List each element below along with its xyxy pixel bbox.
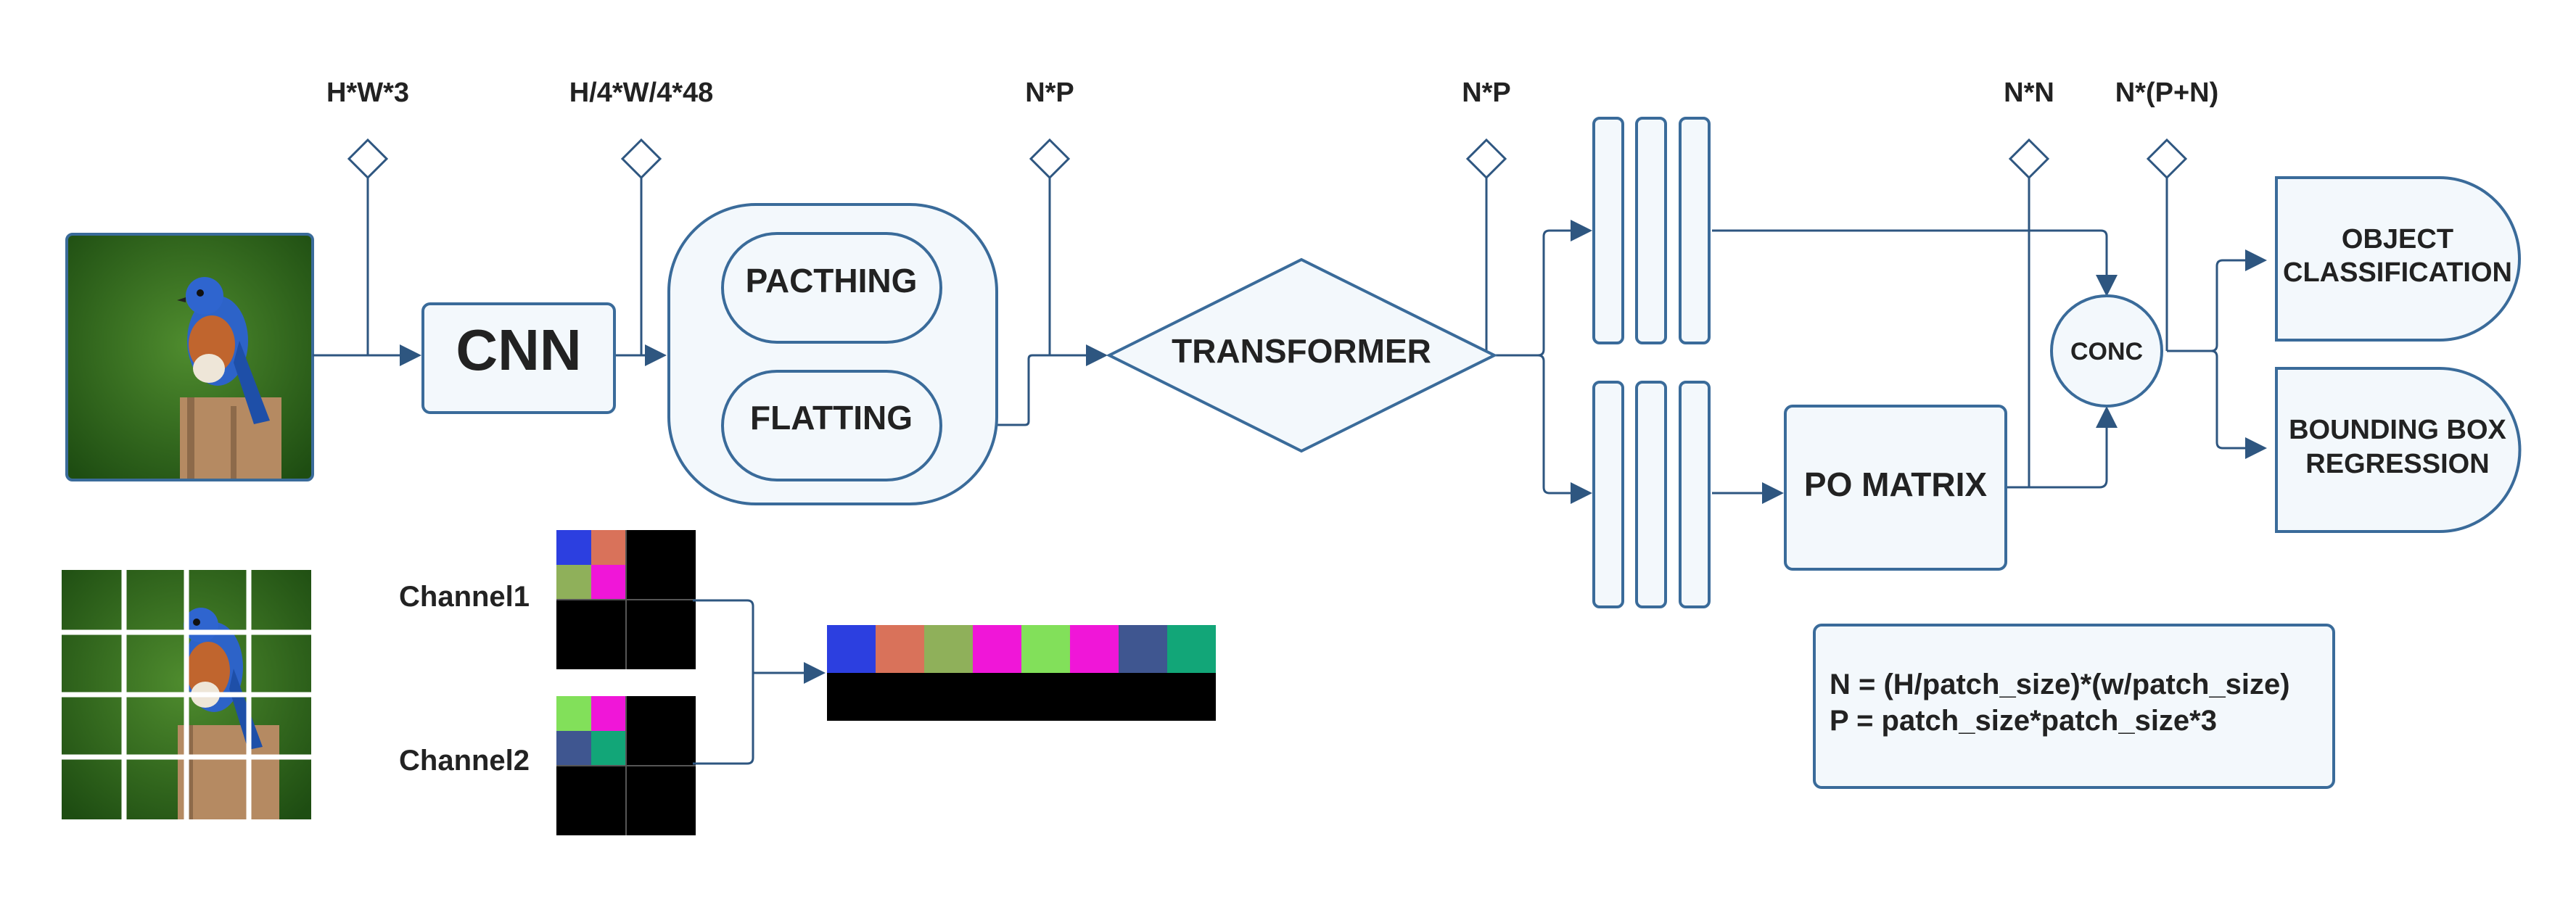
flat-vector-remainder [827,673,1216,721]
patching-box [721,232,942,344]
channel-cell [591,565,626,600]
channel-cell [591,696,626,731]
formula-p: P = patch_size*patch_size*3 [1830,705,2217,737]
conc-circle [2050,294,2163,408]
flat-vector-cell [973,625,1021,673]
flat-vector-cell [827,625,876,673]
dim-label-nn: N*N [2004,78,2054,108]
flattened-patch-vector [827,625,1216,721]
channel-cell [556,696,591,731]
bounding-box-label-1: BOUNDING BOX [2289,415,2506,445]
flat-vector-cell [1167,625,1216,673]
dim-label-np-2: N*P [1462,78,1511,108]
cnn-label: CNN [456,318,581,382]
channel-cell [556,530,591,565]
token-vectors-top [1592,117,1711,344]
diamond-marker [620,138,662,180]
flat-vector-cell [924,625,973,673]
conc-label: CONC [2070,338,2143,365]
transformer-label: TRANSFORMER [1172,332,1431,370]
channel-cell [591,530,626,565]
channel2-grid [556,696,696,835]
transformer-diamond [1106,257,1498,453]
dim-label-h4w4: H/4*W/4*48 [569,78,714,108]
flat-vector-cell [1070,625,1119,673]
flat-vector-cell [876,625,924,673]
po-matrix-label: PO MATRIX [1804,466,1987,503]
dim-label-npn: N*(P+N) [2115,78,2219,108]
object-classification-label-1: OBJECT [2342,224,2453,255]
diamond-marker [1029,138,1071,180]
object-classification-box [2275,176,2521,342]
po-matrix-box [1784,405,2007,571]
channel1-label: Channel1 [399,581,530,613]
bounding-box-regression-box [2275,367,2522,533]
input-bird-image [65,233,314,481]
channel-cell [556,731,591,766]
dim-label-hw3: H*W*3 [326,78,409,108]
cnn-box [421,302,616,414]
formula-box [1813,624,2335,789]
bounding-box-label-2: REGRESSION [2305,449,2489,479]
object-classification-label-2: CLASSIFICATION [2283,257,2512,288]
channel-connectors [693,599,826,765]
diamond-marker [1465,138,1507,180]
channel-cell [591,731,626,766]
flatting-box [721,370,942,481]
dim-label-np-1: N*P [1025,78,1074,108]
flat-vector-cell [1021,625,1070,673]
formula-n: N = (H/patch_size)*(w/patch_size) [1830,669,2290,700]
token-vectors-bottom [1592,381,1711,608]
channel2-label: Channel2 [399,745,530,777]
dimension-markers [347,138,2188,487]
channel-cell [556,565,591,600]
diamond-marker [347,138,389,180]
flatting-label: FLATTING [750,399,913,437]
diamond-marker [2008,138,2050,180]
patching-label: PACTHING [746,262,918,299]
diamond-marker [2146,138,2188,180]
flat-vector-cell [1119,625,1167,673]
channel1-grid [556,530,696,669]
patched-bird-image [62,570,311,819]
